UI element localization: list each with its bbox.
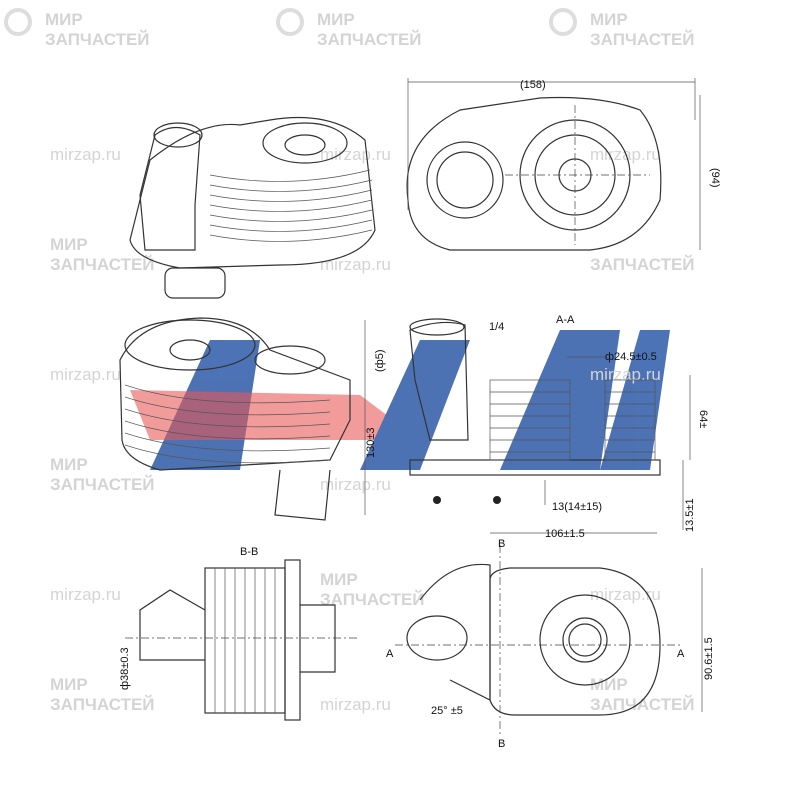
watermark-text: ЗАПЧАСТЕЙ (590, 30, 695, 49)
isometric-view-top (129, 116, 376, 299)
dim-height-label: (94) (709, 168, 721, 188)
ach-logo (130, 330, 670, 470)
section-a-a-view: A-A 1/4 130±3 (ф5) ф24.5±0.5 64± 13(14±1… (364, 314, 709, 532)
watermark-url: mirzap.ru (320, 475, 391, 494)
dim-total-height-label: 130±3 (365, 427, 377, 458)
dim-base-label: 13.5±1 (684, 498, 696, 532)
watermark-url: mirzap.ru (590, 365, 661, 384)
section-bb-title: B-B (240, 546, 258, 558)
watermark-text: МИР (320, 570, 358, 589)
watermark-pin-icon (4, 8, 32, 36)
watermark-url: mirzap.ru (320, 255, 391, 274)
isometric-view-bottom (119, 317, 351, 521)
watermark-text: МИР (317, 10, 355, 29)
dim-bore-label: ф24.5±0.5 (605, 351, 657, 363)
watermark-text: ЗАПЧАСТЕЙ (317, 30, 422, 49)
section-aa-title: A-A (556, 314, 575, 326)
watermark-url: mirzap.ru (320, 145, 391, 164)
watermark-url: mirzap.ru (50, 365, 121, 384)
watermark-url: mirzap.ru (50, 145, 121, 164)
watermark: МИР ЗАПЧАСТЕЙ (549, 8, 695, 49)
section-a-marker: A (386, 648, 394, 660)
watermark-url: mirzap.ru (590, 585, 661, 604)
dim-width-label: (158) (520, 79, 546, 91)
watermark-text: ЗАПЧАСТЕЙ (590, 695, 695, 714)
watermark: МИР ЗАПЧАСТЕЙ (4, 8, 150, 49)
watermark-text: МИР (50, 675, 88, 694)
watermark-grid: МИР ЗАПЧАСТЕЙ МИР ЗАПЧАСТЕЙ МИР ЗАПЧАСТЕ… (4, 8, 695, 714)
pipe-angle-label: 1/4 (489, 321, 504, 333)
watermark-text: ЗАПЧАСТЕЙ (50, 475, 155, 494)
watermark-text: ЗАПЧАСТЕЙ (590, 255, 695, 274)
watermark-text: МИР (50, 455, 88, 474)
watermark-url: mirzap.ru (50, 585, 121, 604)
watermark-text: МИР (50, 235, 88, 254)
watermark-pin-icon (276, 8, 304, 36)
top-plan-view: (158) (94) (406, 78, 721, 251)
watermark-url: mirzap.ru (590, 145, 661, 164)
watermark-text: ЗАПЧАСТЕЙ (50, 255, 155, 274)
watermark-text: МИР (590, 10, 628, 29)
dim-angle-label: 25° ±5 (431, 705, 463, 717)
watermark-text: МИР (45, 10, 83, 29)
dim-height-label: 90.6±1.5 (703, 637, 715, 680)
dim-hole-label: (ф5) (374, 350, 386, 373)
bottom-plan-view: 106±1.5 90.6±1.5 25° ±5 B B A A (386, 528, 715, 750)
dim-height-label: 64± (697, 410, 709, 428)
watermark-text: ЗАПЧАСТЕЙ (45, 30, 150, 49)
section-a-marker: A (677, 648, 685, 660)
watermark-text: МИР (590, 675, 628, 694)
watermark: МИР ЗАПЧАСТЕЙ (276, 8, 422, 49)
watermark-text: ЗАПЧАСТЕЙ (50, 695, 155, 714)
dim-thread-label: 13(14±15) (552, 501, 602, 513)
section-b-b-view: B-B ф38±0.3 (119, 546, 360, 721)
dim-width-label: 106±1.5 (545, 528, 585, 540)
watermark-text: ЗАПЧАСТЕЙ (320, 590, 425, 609)
watermark-pin-icon (549, 8, 577, 36)
watermark-url: mirzap.ru (320, 695, 391, 714)
section-b-marker: B (498, 738, 505, 750)
section-b-marker: B (498, 538, 505, 550)
dim-pipe-label: ф38±0.3 (119, 647, 131, 690)
